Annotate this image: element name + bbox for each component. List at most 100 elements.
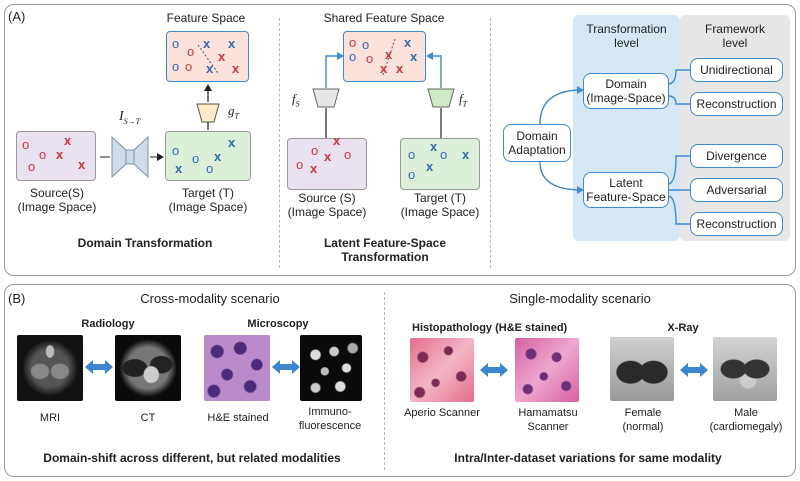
source-latent-line1: Source (S): [298, 191, 356, 205]
marker-o: o: [185, 59, 193, 74]
marker-x: x: [175, 161, 183, 176]
domain-node-line1: Domain: [605, 77, 647, 91]
immuno-line1: Immuno-: [308, 406, 352, 418]
marker-o: o: [296, 157, 304, 172]
marker-x: x: [310, 161, 318, 176]
marker-x: x: [462, 147, 470, 162]
fs-symbol: fS: [292, 92, 300, 112]
male-xray-image: [713, 337, 777, 401]
marker-o: o: [187, 44, 195, 59]
hamamatsu-line1: Hamamatsu: [518, 407, 578, 419]
marker-x: x: [206, 61, 214, 76]
source-label: Source(S) (Image Space): [14, 186, 100, 214]
ft-sub: T: [462, 99, 468, 109]
shared-feature-space-title: Shared Feature Space: [323, 11, 445, 25]
feature-divider: [197, 44, 219, 74]
transformation-header-line2: level: [614, 36, 639, 50]
domain-adaptation-line1: Domain: [516, 129, 558, 143]
transform-sub: S→T: [123, 116, 141, 126]
framework-level-header: Framework level: [680, 22, 790, 50]
source-box: [16, 131, 96, 181]
encoder-g-icon: [196, 84, 220, 130]
caption-latent-line1: Latent Feature-Space: [323, 236, 447, 250]
immunofluorescence-image: [300, 335, 362, 401]
unidirectional-node: Unidirectional: [690, 58, 783, 82]
taxonomy-connectors: [539, 69, 690, 225]
ft-letter: f: [459, 91, 463, 106]
ft-symbol: fT: [459, 92, 467, 112]
histopathology-heading: Histopathology (H&E stained): [412, 322, 568, 334]
marker-o: o: [172, 59, 180, 74]
marker-x: x: [426, 159, 434, 174]
encoder-fs-icon: [312, 88, 340, 108]
feature-space-box: [166, 31, 249, 82]
marker-o: o: [39, 147, 47, 162]
target-box-latent: [400, 138, 480, 190]
single-modality-caption: Intra/Inter-dataset variations for same …: [454, 451, 722, 465]
source-label-line2: (Image Space): [17, 200, 97, 214]
marker-x: x: [232, 61, 240, 76]
marker-x: x: [56, 147, 64, 162]
reconstruction-node-a: Reconstruction: [690, 92, 783, 116]
microscopy-heading: Microscopy: [247, 318, 309, 330]
framework-header-line1: Framework: [704, 22, 765, 36]
marker-x: x: [404, 35, 412, 50]
female-line1: Female: [624, 407, 662, 419]
marker-o: o: [311, 143, 319, 158]
source-box-latent: [287, 138, 367, 190]
immuno-line2: fluorescence: [298, 420, 362, 432]
fs-sub: S: [295, 99, 300, 109]
marker-o: o: [349, 35, 357, 50]
marker-x: x: [385, 47, 393, 62]
ct-label: CT: [140, 412, 156, 424]
source-latent-line2: (Image Space): [287, 205, 367, 219]
encoder-ft-icon: [427, 88, 455, 108]
male-label: Male (cardiomegaly): [706, 406, 786, 434]
source-label-line1: Source(S): [29, 186, 85, 200]
target-box: [165, 131, 251, 181]
marker-o: o: [192, 151, 200, 166]
aperio-label: Aperio Scanner: [404, 407, 480, 419]
marker-x: x: [64, 133, 72, 148]
separator-b: [384, 292, 385, 470]
transformation-header-line1: Transformation: [586, 22, 667, 36]
panel-a-label: (A): [8, 9, 26, 24]
hamamatsu-image: [515, 338, 579, 402]
latent-node-line1: Latent: [609, 176, 643, 190]
marker-x: x: [333, 133, 341, 148]
double-arrow-icon: [480, 363, 508, 377]
transform-network-icon: [100, 135, 164, 179]
g-symbol: gT: [228, 104, 239, 124]
target-label: Target (T) (Image Space): [163, 186, 253, 214]
mri-label: MRI: [39, 412, 61, 424]
divergence-node: Divergence: [690, 144, 783, 168]
domain-adaptation-line2: Adaptation: [508, 143, 566, 157]
transformation-level-header: Transformation level: [573, 22, 680, 50]
hamamatsu-label: Hamamatsu Scanner: [510, 406, 586, 434]
caption-domain-transformation: Domain Transformation: [77, 236, 213, 250]
panel-b-label: (B): [8, 291, 26, 306]
marker-o: o: [362, 37, 370, 52]
marker-o: o: [28, 159, 36, 174]
marker-x: x: [410, 49, 418, 64]
ct-image: [115, 335, 181, 401]
male-line1: Male: [734, 407, 758, 419]
marker-o: o: [349, 49, 357, 64]
reconstruction-node-b: Reconstruction: [690, 212, 783, 236]
marker-o: o: [22, 137, 30, 152]
female-line2: (normal): [622, 421, 664, 433]
marker-x: x: [228, 135, 236, 150]
marker-o: o: [206, 161, 214, 176]
marker-x: x: [380, 61, 388, 76]
domain-image-space-node: Domain(Image-Space): [583, 73, 669, 109]
marker-o: o: [408, 167, 416, 182]
target-label-latent: Target (T) (Image Space): [396, 191, 484, 219]
target-latent-line1: Target (T): [413, 191, 466, 205]
female-xray-image: [610, 337, 674, 401]
mri-image: [17, 335, 83, 401]
framework-level-column: [680, 15, 790, 241]
marker-x: x: [218, 49, 226, 64]
target-label-line1: Target (T): [181, 186, 234, 200]
aperio-image: [410, 338, 474, 402]
